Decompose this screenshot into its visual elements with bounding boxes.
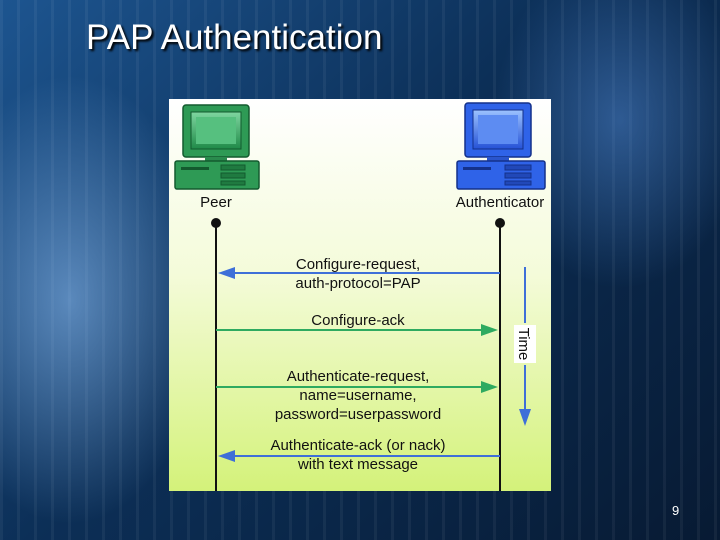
peer-label: Peer bbox=[200, 194, 232, 211]
arrowhead-left bbox=[218, 267, 235, 279]
message-label-line: name=username, bbox=[299, 387, 416, 404]
time-arrowhead bbox=[519, 409, 531, 426]
arrowhead-right bbox=[481, 381, 498, 393]
sequence-diagram: Peer Authenticator Configure-request, au… bbox=[169, 99, 551, 491]
message-authenticate-request: Authenticate-request, name=username, pas… bbox=[216, 368, 498, 423]
message-label-line: auth-protocol=PAP bbox=[295, 275, 420, 292]
slide-title: PAP Authentication bbox=[86, 18, 383, 57]
message-authenticate-ack: Authenticate-ack (or nack) with text mes… bbox=[218, 437, 500, 473]
message-label-line: Authenticate-ack (or nack) bbox=[270, 437, 445, 454]
page-number: 9 bbox=[672, 503, 680, 518]
message-label-line: Configure-request, bbox=[296, 256, 420, 273]
time-label: Time bbox=[515, 328, 532, 361]
peer-computer-icon bbox=[174, 104, 260, 190]
message-configure-ack: Configure-ack bbox=[216, 312, 498, 336]
time-label-background bbox=[514, 325, 536, 363]
message-label-line: Authenticate-request, bbox=[287, 368, 430, 385]
message-label-line: with text message bbox=[297, 456, 418, 473]
message-label-line: Configure-ack bbox=[311, 312, 405, 329]
message-configure-request: Configure-request, auth-protocol=PAP bbox=[218, 256, 500, 292]
arrowhead-left bbox=[218, 450, 235, 462]
diagram-canvas: Peer Authenticator Configure-request, au… bbox=[174, 102, 546, 491]
message-label-line: password=userpassword bbox=[275, 406, 441, 423]
authenticator-computer-icon bbox=[456, 102, 546, 190]
arrowhead-right bbox=[481, 324, 498, 336]
time-arrow: Time bbox=[514, 267, 536, 426]
authenticator-label: Authenticator bbox=[456, 194, 544, 211]
